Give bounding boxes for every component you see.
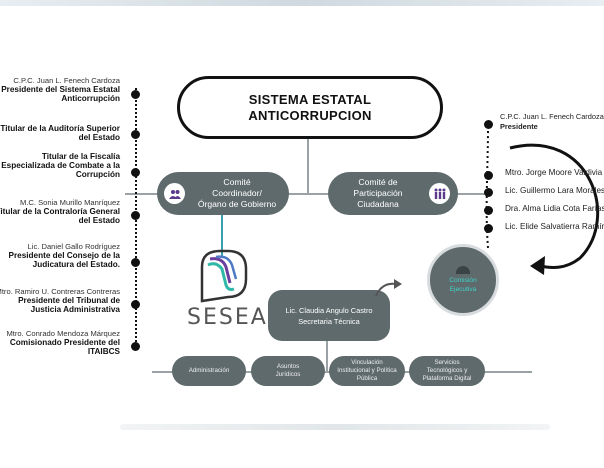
area-label: Institucional y Política <box>337 367 397 374</box>
area-label: Plataforma Digital <box>422 375 472 382</box>
connector-center <box>280 193 335 195</box>
left-dot-2 <box>131 130 140 139</box>
area-label: Jurídicos <box>275 371 301 378</box>
area-label: Tecnológicos y <box>426 367 468 374</box>
left-dot-6 <box>131 300 140 309</box>
member-role: Comisionado Presidente del <box>9 338 120 347</box>
area-administracion: Administración <box>172 356 246 386</box>
title-box: SISTEMA ESTATAL ANTICORRUPCION <box>177 76 443 139</box>
comision-line-2: Ejecutiva <box>449 286 477 293</box>
member-role: Presidente del Consejo de la <box>8 251 120 260</box>
member-name: Mtro. Conrado Mendoza Márquez <box>6 329 120 338</box>
right-member-3: Dra. Alma Lidia Cota Farías <box>505 204 604 213</box>
left-dot-7 <box>131 342 140 351</box>
connector-title-down <box>307 139 309 194</box>
comite-participacion-line-3: Ciudadana <box>357 199 399 209</box>
comite-participacion-line-1: Comité de <box>358 177 398 187</box>
comite-coordinador-line-3: Órgano de Gobierno <box>197 199 277 209</box>
member-name: C.P.C. Juan L. Fenech Cardoza <box>13 76 120 85</box>
right-dot-2 <box>484 188 493 197</box>
member-role: Titular de la Fiscalía <box>41 152 120 161</box>
member-name: Mtro. Ramiro U. Contreras Contreras <box>0 287 120 296</box>
right-member-4: Lic. Elide Salvatierra Ramírez <box>505 222 604 231</box>
secretaria-line-1: Lic. Claudia Angulo Castro <box>285 305 373 315</box>
member-role: ITAIBCS <box>87 347 120 356</box>
area-servicios-tecnologicos: Servicios Tecnológicos y Plataforma Digi… <box>409 356 485 386</box>
citizens-icon <box>429 183 450 204</box>
member-role: Titular de la Contraloría General <box>0 207 120 216</box>
member-role: Titular de la Auditoría Superior <box>0 124 120 133</box>
left-dot-5 <box>131 258 140 267</box>
member-role: Especializada de Combate a la <box>1 161 120 170</box>
comite-coordinador-line-1: Comité <box>223 177 251 187</box>
left-member-4: M.C. Sonia Murillo Manríquez Titular de … <box>0 198 120 225</box>
secretaria-tecnica-box: Lic. Claudia Angulo Castro Secretaria Té… <box>268 290 390 341</box>
left-member-5: Lic. Daniel Gallo Rodríguez Presidente d… <box>0 242 120 269</box>
connector-left-main <box>125 193 165 195</box>
member-role: Justicia Administrativa <box>30 305 120 314</box>
arrow-up-right-icon <box>375 279 402 297</box>
secretaria-line-2: Secretaria Técnica <box>298 316 360 326</box>
comision-ejecutiva-circle: Comisión Ejecutiva <box>427 244 499 316</box>
top-banner-strip <box>0 0 604 6</box>
title-line-1: SISTEMA ESTATAL <box>248 91 372 107</box>
left-member-1: C.P.C. Juan L. Fenech Cardoza Presidente… <box>0 76 120 103</box>
member-role: del Estado <box>78 216 120 225</box>
right-president-role: Presidente <box>500 122 538 131</box>
connector-secretaria-down <box>326 340 328 372</box>
area-label: Vinculación <box>351 359 383 366</box>
right-president-name: C.P.C. Juan L. Fenech Cardoza <box>500 112 604 121</box>
sesea-logo <box>200 249 248 303</box>
left-member-2: Titular de la Auditoría Superior del Est… <box>0 124 120 142</box>
member-role: Judicatura del Estado. <box>32 260 120 269</box>
member-name: M.C. Sonia Murillo Manríquez <box>19 198 120 207</box>
member-name: Lic. Daniel Gallo Rodríguez <box>27 242 120 251</box>
member-role: Corrupción <box>75 170 120 179</box>
area-label: Pública <box>356 375 378 382</box>
left-dot-4 <box>131 211 140 220</box>
right-dot-1 <box>484 171 493 180</box>
member-role: del Estado <box>78 133 120 142</box>
bottom-shadow <box>120 424 550 430</box>
comite-participacion-line-2: Participación <box>353 188 403 198</box>
left-member-3: Titular de la Fiscalía Especializada de … <box>0 152 120 179</box>
member-role: Anticorrupción <box>61 94 120 103</box>
left-dot-3 <box>131 168 140 177</box>
connector-logo <box>221 214 223 256</box>
area-asuntos-juridicos: Asuntos Jurídicos <box>251 356 325 386</box>
right-dot-4 <box>484 224 493 233</box>
member-role: Presidente del Sistema Estatal <box>1 85 120 94</box>
comite-coordinador-line-2: Coordinador/ <box>212 188 262 198</box>
area-vinculacion: Vinculación Institucional y Política Púb… <box>329 356 405 386</box>
comision-line-1: Comisión <box>449 277 477 284</box>
left-member-7: Mtro. Conrado Mendoza Márquez Comisionad… <box>0 329 120 356</box>
right-dot-3 <box>484 206 493 215</box>
left-member-6: Mtro. Ramiro U. Contreras Contreras Pres… <box>0 287 120 314</box>
member-role: Presidente del Tribunal de <box>18 296 120 305</box>
area-label: Servicios <box>434 359 460 366</box>
right-member-1: Mtro. Jorge Moore Valdivia <box>505 168 603 177</box>
area-label: Administración <box>188 367 230 374</box>
right-dot-president <box>484 120 493 129</box>
right-arc-lines <box>485 125 600 275</box>
title-line-2: ANTICORRUPCION <box>248 107 372 123</box>
left-dot-1 <box>131 90 140 99</box>
group-icon <box>164 183 185 204</box>
connector-right-main <box>455 193 485 195</box>
sesea-logo-text: SESEA <box>187 305 268 330</box>
comision-icon <box>456 266 470 274</box>
area-label: Asuntos <box>276 363 300 370</box>
right-member-2: Lic. Guillermo Lara Morales <box>505 186 604 195</box>
